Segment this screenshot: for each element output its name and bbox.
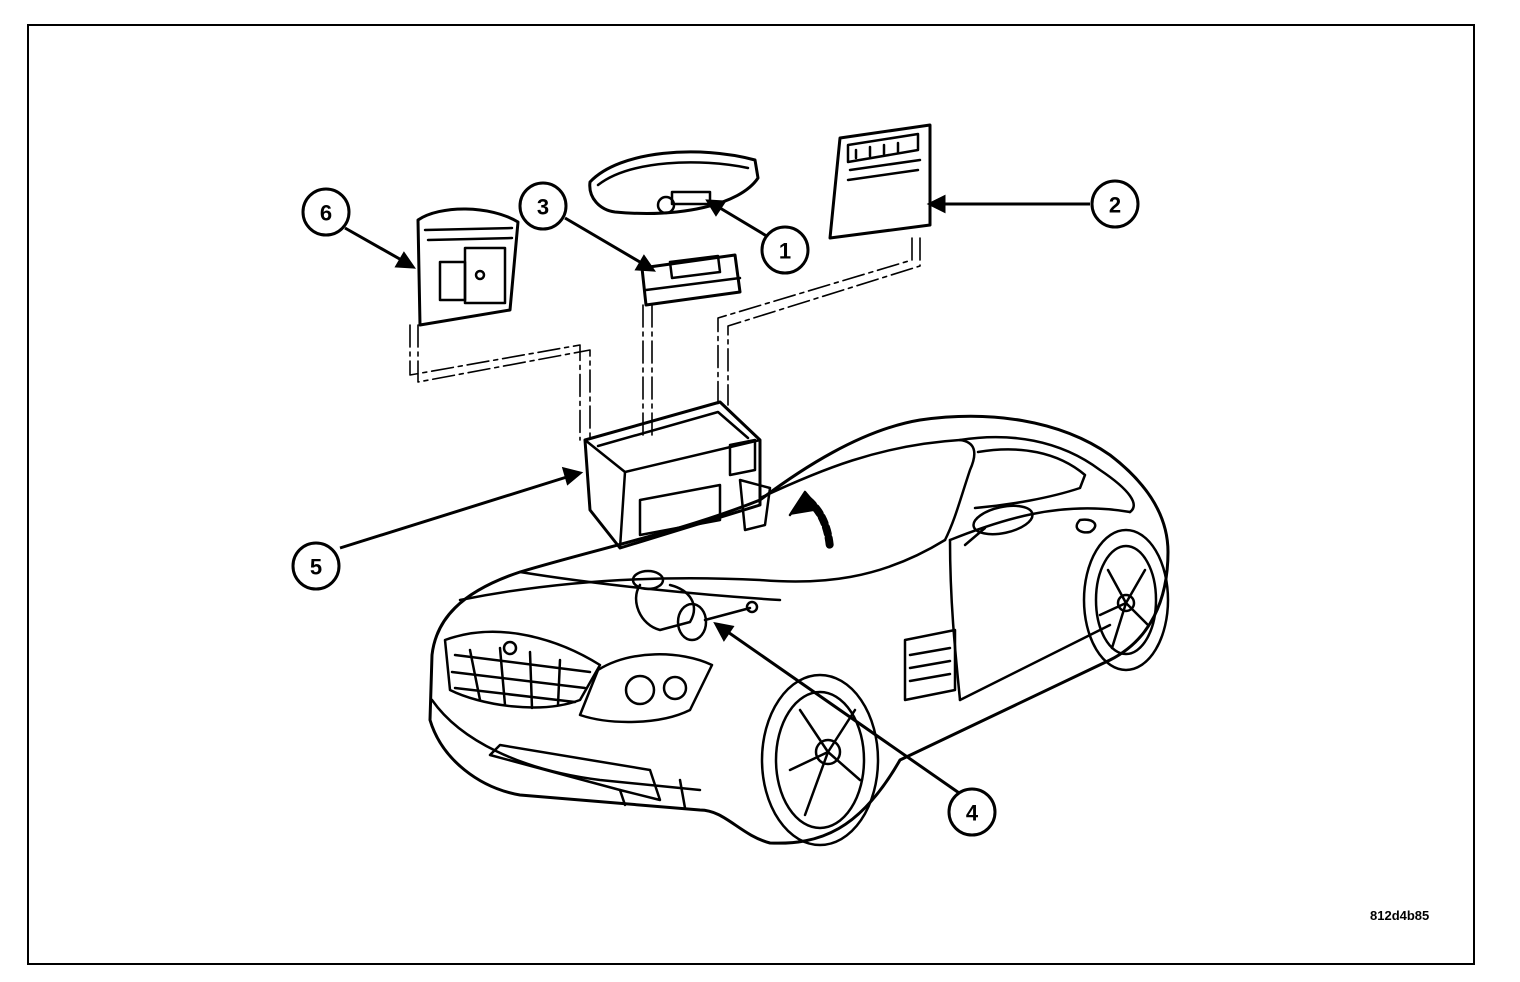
callout-circle-6 bbox=[301, 187, 351, 237]
air-cleaner-lid bbox=[588, 150, 760, 215]
callout-label-4: 4 bbox=[966, 801, 979, 826]
control-module-6 bbox=[416, 207, 520, 327]
callout-label-2: 2 bbox=[1109, 193, 1121, 218]
callout-circle-1 bbox=[760, 225, 810, 275]
callout-leader-4 bbox=[713, 621, 963, 797]
housing-box bbox=[583, 400, 772, 550]
callout-label-6: 6 bbox=[320, 201, 332, 226]
callout-circle-5 bbox=[291, 541, 341, 591]
callout-leader-6 bbox=[344, 226, 416, 269]
vehicle-illustration bbox=[428, 414, 1170, 847]
callout-leader-3 bbox=[564, 216, 656, 272]
callout-label-5: 5 bbox=[310, 555, 322, 580]
control-module-2 bbox=[828, 123, 932, 240]
callout-circle-3 bbox=[518, 181, 568, 231]
callout-label-3: 3 bbox=[537, 195, 549, 220]
callout-leader-2 bbox=[926, 194, 1090, 214]
sensor-component bbox=[631, 569, 759, 642]
figure-frame bbox=[27, 24, 1475, 965]
assembly-lines bbox=[409, 237, 921, 441]
callout-leader-5 bbox=[339, 466, 584, 550]
callout-circle-4 bbox=[947, 787, 997, 837]
callout-leader-1 bbox=[705, 199, 771, 240]
callout-label-1: 1 bbox=[779, 239, 791, 264]
air-filter-element bbox=[640, 253, 742, 307]
callout-circle-2 bbox=[1090, 179, 1140, 229]
figure-code: 812d4b85 bbox=[1370, 908, 1430, 923]
removal-direction-arrow bbox=[788, 490, 834, 552]
